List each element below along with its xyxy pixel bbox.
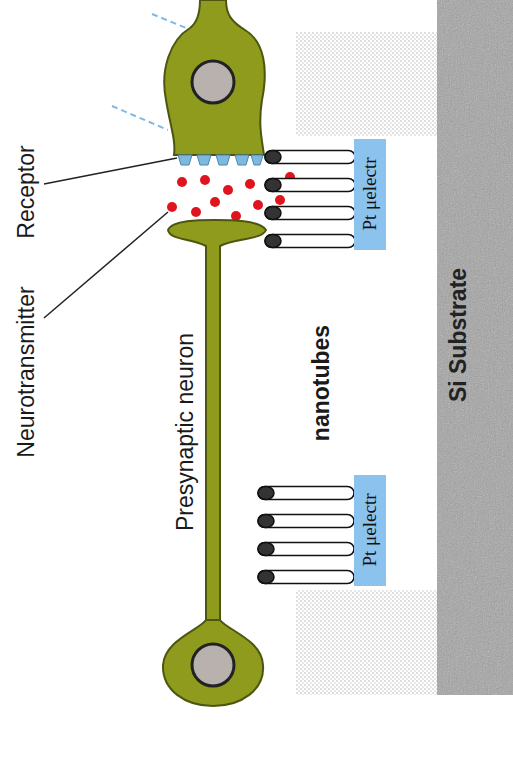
node-text: Pt μelectr [360, 158, 381, 231]
electrode-box: Pt μelectr [354, 139, 386, 250]
leader-lines [44, 158, 177, 318]
electrode-box: Pt μelectr [354, 475, 386, 586]
nanotubes-top [265, 151, 355, 248]
dotted-region [296, 590, 437, 695]
node-text: Si Substrate [446, 268, 471, 402]
postsynaptic-neuron [164, 0, 264, 165]
part-label: nanotubes [309, 325, 334, 441]
part-label: Neurotransmitter [14, 286, 39, 457]
substrate-band: Si Substrate [437, 0, 513, 695]
neurotransmitter-dots [167, 172, 295, 221]
presynaptic-neuron [163, 220, 266, 706]
dotted-region [296, 32, 437, 136]
nanotubes-bottom [258, 487, 354, 584]
part-label: Receptor [14, 145, 39, 238]
si-substrate [437, 0, 513, 695]
node-text: Pt μelectr [360, 494, 381, 567]
part-label: Presynaptic neuron [173, 333, 198, 531]
